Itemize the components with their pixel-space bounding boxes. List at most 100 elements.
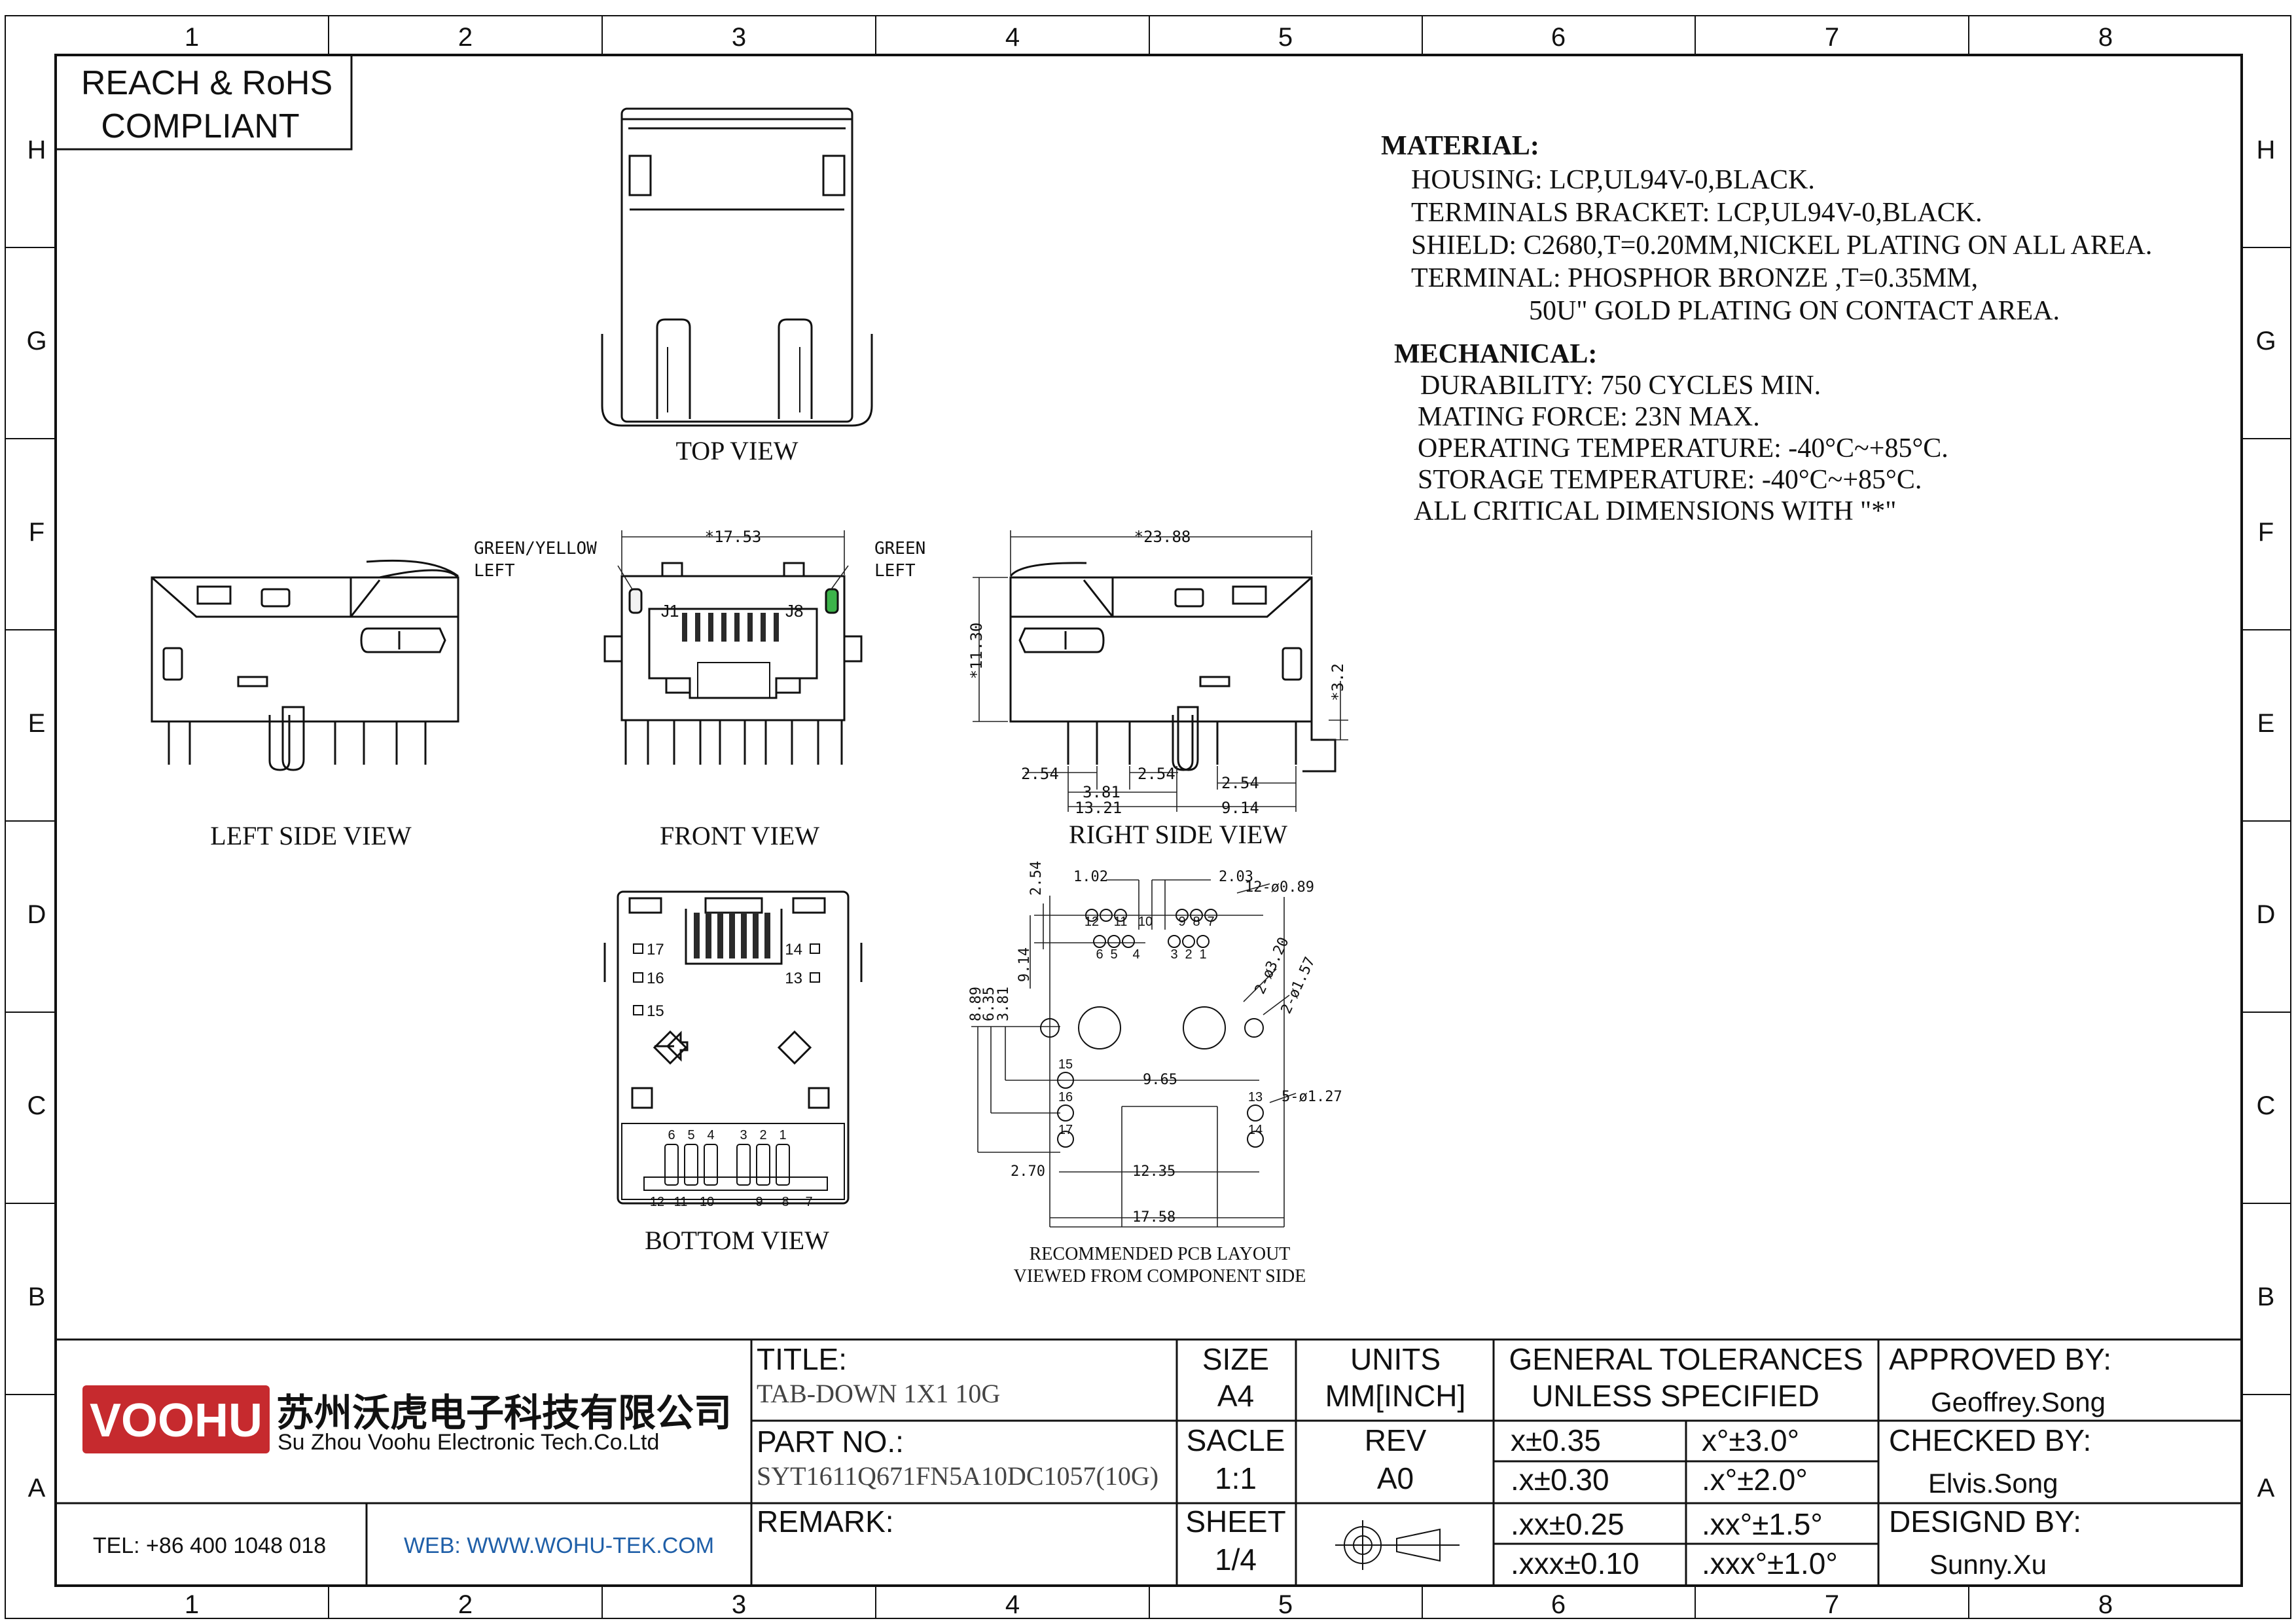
pcb-pin-15: 15	[1058, 1057, 1073, 1072]
col-label-3: 3	[732, 23, 746, 52]
pcb-caption-2: VIEWED FROM COMPONENT SIDE	[1014, 1266, 1306, 1286]
bottom-top-num-1: 1	[779, 1128, 786, 1142]
pcb-pin-5: 5	[1110, 947, 1117, 962]
tol-linear-0: x±0.35	[1511, 1423, 1601, 1457]
material-line-4: TERMINAL: PHOSPHOR BRONZE ,T=0.35MM,	[1411, 263, 1978, 293]
led-left-callout-2: LEFT	[474, 561, 515, 581]
logo-block	[82, 1385, 270, 1453]
pcb-dim-6-35: 6.35	[981, 987, 997, 1021]
pcb-dim-2-54: 2.54	[1028, 861, 1045, 896]
pcb-pin-16: 16	[1058, 1090, 1073, 1104]
led-right-callout-1: GREEN	[874, 539, 925, 558]
col-label-8-bottom: 8	[2098, 1590, 2113, 1619]
right-side-view	[1009, 562, 1336, 773]
pcb-pin-12: 12	[1085, 915, 1099, 929]
front-view: J1 J8	[603, 562, 863, 765]
tol-linear-3: .xxx±0.10	[1511, 1546, 1640, 1580]
row-label-c-right: C	[2257, 1091, 2276, 1120]
tol-angular-0: x°±3.0°	[1702, 1423, 1799, 1457]
bottom-bot-num-10: 10	[700, 1195, 714, 1209]
tolerances-title-2: UNLESS SPECIFIED	[1532, 1379, 1820, 1413]
dim-2-54-a: 2.54	[1021, 765, 1059, 783]
tol-angular-3: .xxx°±1.0°	[1702, 1546, 1838, 1580]
row-label-d-right: D	[2257, 900, 2276, 929]
pcb-pin-10: 10	[1138, 915, 1153, 929]
bottom-pin-14: 14	[785, 941, 802, 958]
pcb-dim-9-14: 9.14	[1016, 947, 1033, 982]
bottom-top-num-5: 5	[687, 1128, 694, 1142]
designed-label: DESIGND BY:	[1889, 1504, 2081, 1539]
tol-linear-2: .xx±0.25	[1511, 1507, 1624, 1541]
pcb-pin-9: 9	[1178, 915, 1185, 929]
pcb-dim-2-70: 2.70	[1011, 1163, 1045, 1180]
size-label: SIZE	[1202, 1342, 1269, 1376]
designed-value: Sunny.Xu	[1929, 1549, 2047, 1580]
row-label-c: C	[27, 1091, 46, 1120]
title-block: VOOHU 苏州沃虎电子科技有限公司 Su Zhou Voohu Electro…	[56, 1338, 2242, 1586]
pcb-pin-2: 2	[1185, 947, 1192, 962]
row-label-d: D	[27, 900, 46, 929]
row-label-f: F	[29, 518, 45, 547]
col-label-5-bottom: 5	[1278, 1590, 1293, 1619]
dim-3-81: 3.81	[1083, 783, 1121, 801]
bottom-top-num-4: 4	[707, 1128, 714, 1142]
col-label-6: 6	[1551, 23, 1566, 52]
row-label-h-right: H	[2257, 136, 2276, 164]
pcb-hole-3-20: 2-ø3.20	[1252, 935, 1293, 997]
bottom-bot-num-9: 9	[755, 1195, 762, 1209]
col-label-2-bottom: 2	[458, 1590, 473, 1619]
mechanical-line-3: OPERATING TEMPERATURE: -40°C~+85°C.	[1418, 433, 1948, 464]
material-line-3: SHIELD: C2680,T=0.20MM,NICKEL PLATING ON…	[1411, 230, 2152, 261]
row-label-e-right: E	[2257, 709, 2275, 738]
right-height-dim: *11.30	[967, 623, 986, 680]
pcb-pin-17: 17	[1058, 1123, 1073, 1137]
left-side-view	[151, 559, 459, 771]
scale-value: 1:1	[1215, 1461, 1257, 1495]
pcb-dim-2-03: 2.03	[1219, 869, 1253, 885]
sheet-value: 1/4	[1215, 1542, 1257, 1577]
approved-label: APPROVED BY:	[1889, 1342, 2111, 1376]
pcb-dim-12-35: 12.35	[1132, 1163, 1175, 1180]
dim-2-54-b: 2.54	[1138, 765, 1175, 783]
pcb-pin-3: 3	[1170, 947, 1177, 962]
size-value: A4	[1217, 1379, 1254, 1413]
outer-border	[5, 15, 2291, 1619]
company-name-cn: 苏州沃虎电子科技有限公司	[276, 1392, 732, 1434]
row-label-a-right: A	[2257, 1474, 2275, 1503]
material-line-5: 50U" GOLD PLATING ON CONTACT AREA.	[1529, 296, 2060, 326]
col-label-7: 7	[1825, 23, 1839, 52]
compliance-box: REACH & RoHS COMPLIANT	[54, 54, 353, 151]
projection-symbol-icon	[1335, 1520, 1460, 1570]
remark-label: REMARK:	[757, 1504, 894, 1539]
row-label-e: E	[28, 709, 46, 738]
rev-label: REV	[1365, 1423, 1427, 1457]
bottom-top-num-2: 2	[759, 1128, 766, 1142]
units-value: MM[INCH]	[1325, 1379, 1466, 1413]
scale-label: SACLE	[1187, 1423, 1285, 1457]
right-side-small-dim: *3.2	[1329, 663, 1347, 701]
mechanical-line-2: MATING FORCE: 23N MAX.	[1418, 402, 1760, 432]
bottom-bot-num-11: 11	[674, 1195, 688, 1209]
material-line-2: TERMINALS BRACKET: LCP,UL94V-0,BLACK.	[1411, 198, 1982, 228]
dim-9-14: 9.14	[1221, 799, 1259, 817]
part-number-value: SYT1611Q671FN5A10DC1057(10G)	[757, 1461, 1158, 1491]
bottom-pin-13: 13	[785, 970, 802, 987]
pcb-dim-1-02: 1.02	[1073, 869, 1108, 885]
pcb-dim-8-89: 8.89	[968, 987, 984, 1021]
mechanical-line-1: DURABILITY: 750 CYCLES MIN.	[1420, 371, 1821, 401]
bottom-pin-17: 17	[647, 941, 664, 958]
pcb-pin-13: 13	[1248, 1090, 1263, 1104]
web-link[interactable]: WEB: WWW.WOHU-TEK.COM	[404, 1533, 714, 1558]
col-label-4: 4	[1005, 23, 1020, 52]
front-view-label: FRONT VIEW	[660, 821, 819, 850]
pcb-pin-6: 6	[1096, 947, 1103, 962]
part-label: PART NO.:	[757, 1425, 904, 1459]
col-label-5: 5	[1278, 23, 1293, 52]
pcb-pin-11: 11	[1114, 915, 1128, 929]
material-title: MATERIAL:	[1381, 131, 1539, 161]
pcb-hole-1-27: 5-ø1.27	[1282, 1089, 1342, 1105]
right-side-view-label: RIGHT SIDE VIEW	[1069, 820, 1287, 849]
bottom-bot-num-12: 12	[650, 1195, 664, 1209]
row-label-b: B	[28, 1283, 46, 1311]
